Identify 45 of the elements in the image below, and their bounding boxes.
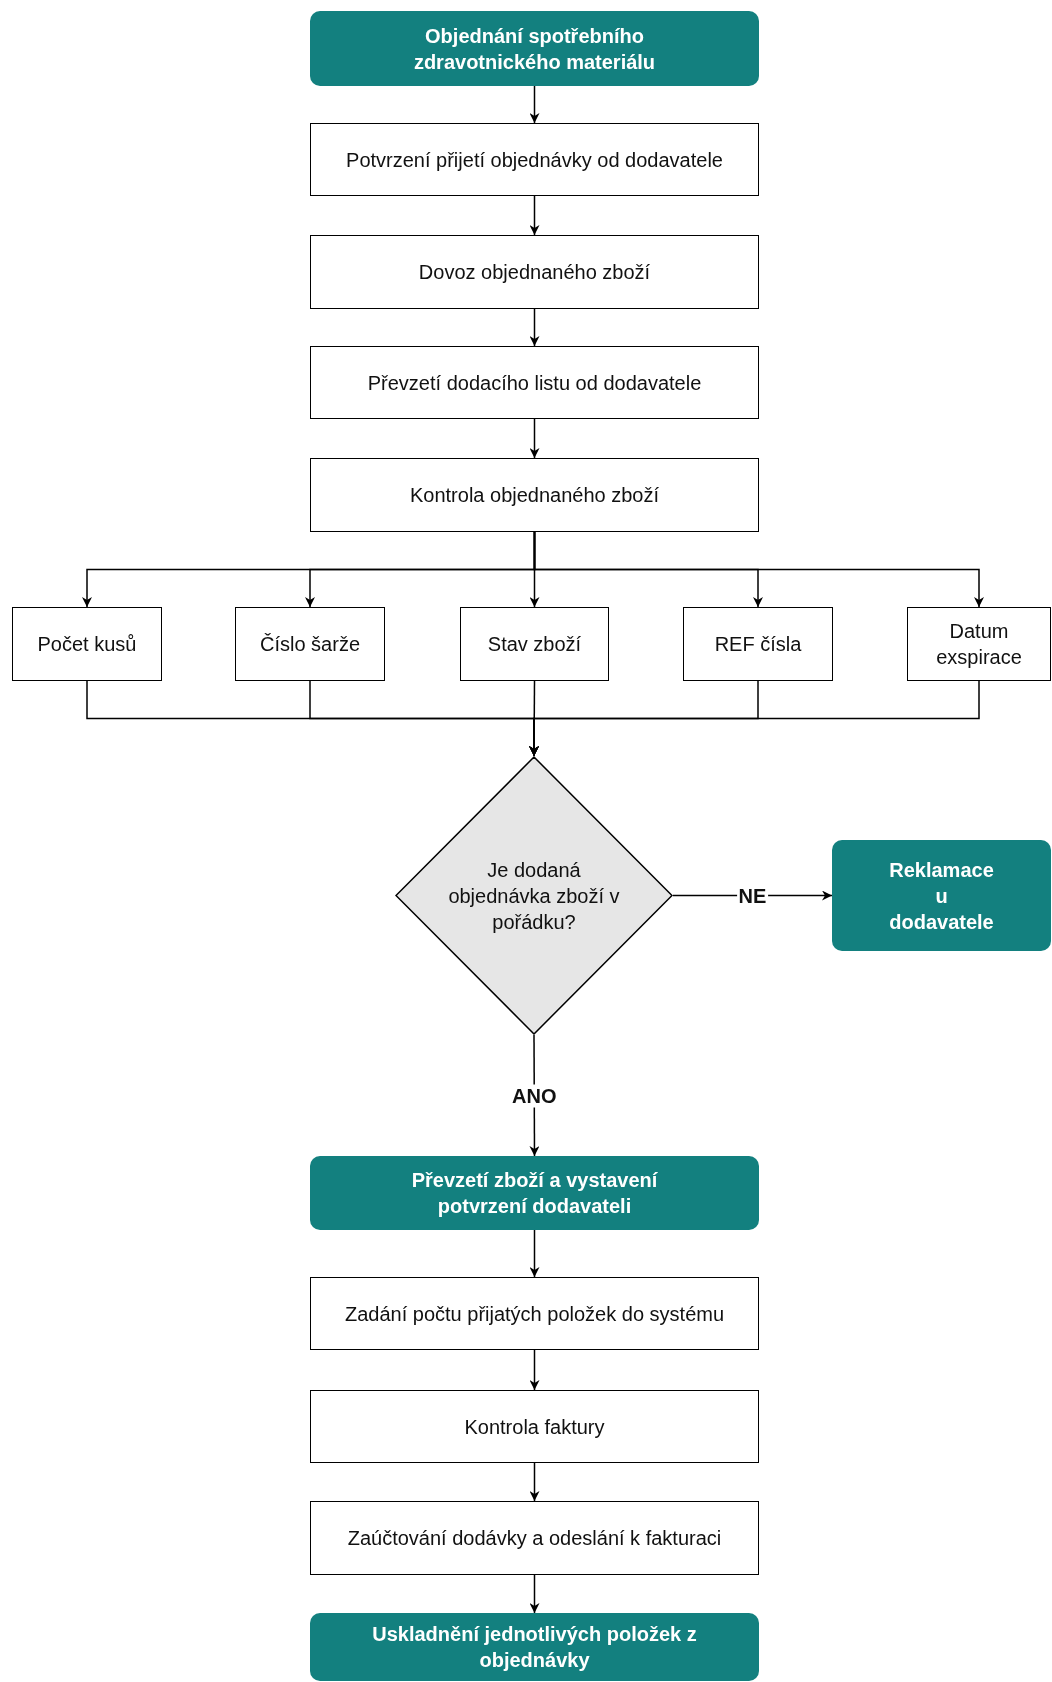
arrow (529, 85, 540, 124)
process-box (235, 607, 385, 681)
process-box (310, 1501, 759, 1575)
process-box (683, 607, 833, 681)
process-box (12, 607, 162, 681)
step-text: Datum exspirace (935, 619, 1023, 670)
terminal-box (310, 11, 759, 86)
process-box (460, 607, 609, 681)
edge-label: ANO (510, 1084, 559, 1107)
process-box (310, 458, 759, 532)
process-box (310, 235, 759, 309)
arrow (533, 531, 984, 608)
process-box (310, 346, 759, 419)
step-text: Objednání spotřebního zdravotnického materiálu (412, 23, 657, 75)
step-text: Počet kusů (36, 632, 138, 657)
step-text: Zadání počtu přijatých položek do systému (343, 1301, 726, 1327)
question-text: Je dodaná objednávka zboží v pořádku? (447, 857, 621, 935)
step-text: Číslo šarže (259, 632, 361, 657)
step-text: Potvrzení přijetí objednávky od dodavatele (345, 147, 724, 173)
step-text: REF čísla (713, 632, 803, 657)
arrow (529, 418, 540, 459)
terminal-box (310, 1156, 759, 1230)
arrow (529, 195, 540, 236)
process-box (310, 123, 759, 196)
process-box (907, 607, 1051, 681)
step-text: Reklamace u dodavatele (888, 857, 995, 935)
arrow (529, 1349, 540, 1391)
step-text: Dovoz objednaného zboží (417, 260, 652, 285)
step-text: Uskladnění jednotlivých položek z objednávky (371, 1622, 698, 1673)
step-text: Kontrola faktury (463, 1414, 606, 1440)
terminal-box (310, 1613, 759, 1681)
process-box (310, 1277, 759, 1350)
arrow (529, 1229, 540, 1278)
arrow (529, 1574, 540, 1614)
arrow (529, 1462, 540, 1502)
terminal-box (832, 840, 1051, 951)
step-text: Zaúčtování dodávky a odeslání k fakturaci (346, 1526, 723, 1551)
step-text: Převzetí zboží a vystavení potvrzení dodavateli (410, 1168, 659, 1219)
arrow (529, 680, 980, 757)
step-text: Stav zboží (486, 632, 583, 657)
decision-diamond (395, 756, 673, 1035)
arrow (529, 308, 540, 347)
step-text: Převzetí dodacího listu od dodavatele (366, 370, 703, 396)
process-box (310, 1390, 759, 1463)
step-text: Kontrola objednaného zboží (408, 483, 661, 508)
